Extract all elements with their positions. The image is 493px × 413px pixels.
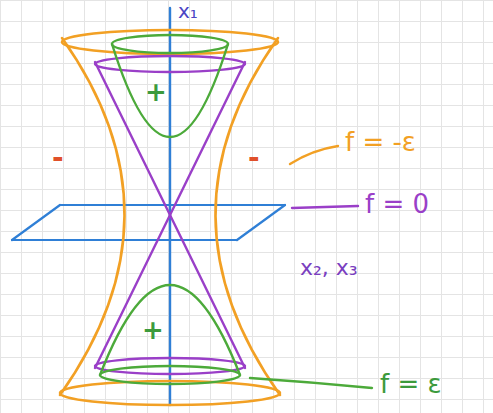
one-sheet-hyperboloid bbox=[60, 30, 280, 405]
leader-line bbox=[292, 206, 358, 208]
leader-line bbox=[250, 378, 372, 388]
level-set-label: f = 0 bbox=[365, 190, 429, 220]
two-sheet-hyperboloid bbox=[100, 35, 240, 384]
sign-label: + bbox=[142, 316, 164, 346]
axis-label: x₂, x₃ bbox=[300, 255, 358, 280]
sign-label: - bbox=[248, 142, 260, 174]
sign-label: + bbox=[145, 78, 167, 108]
level-set-label: f = ε bbox=[380, 370, 442, 400]
sign-label: - bbox=[52, 142, 64, 174]
coordinate-plane bbox=[12, 205, 285, 240]
cone bbox=[95, 56, 245, 374]
axis-label: x₁ bbox=[178, 0, 198, 23]
leader-line bbox=[290, 146, 338, 164]
level-set-label: f = -ε bbox=[345, 128, 416, 158]
x1-axis bbox=[169, 8, 171, 405]
